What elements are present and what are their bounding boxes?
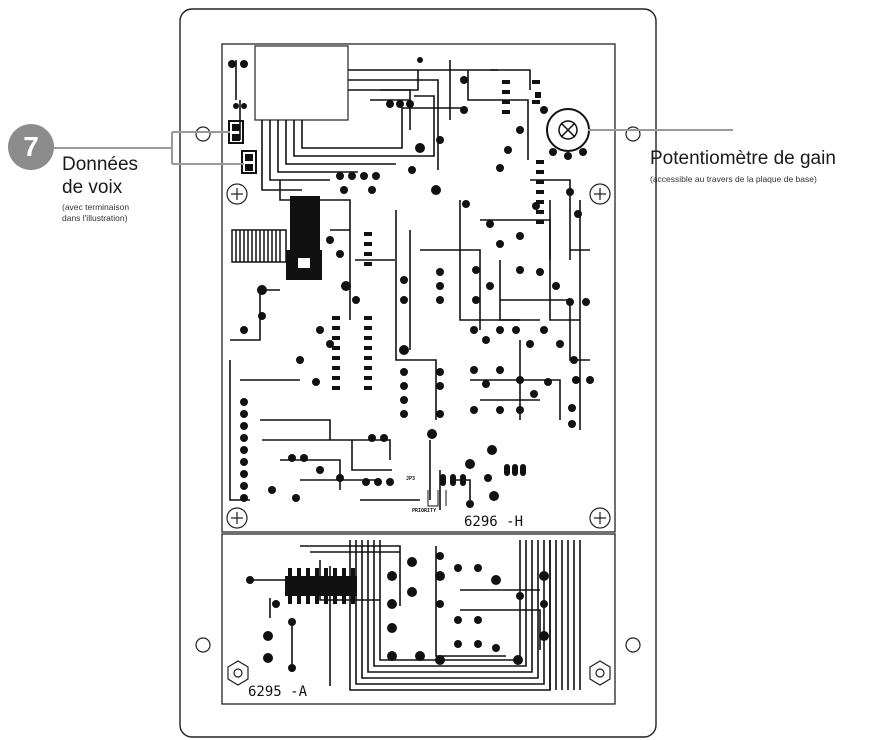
voice-data-title: Données de voix	[62, 153, 138, 199]
connector-block	[254, 45, 349, 121]
voice-data-note-line1: (avec terminaison	[62, 202, 130, 212]
voice-data-note: (avec terminaison dans l'illustration)	[62, 202, 129, 223]
mount-hole	[625, 637, 641, 653]
voice-data-title-line1: Données	[62, 154, 139, 175]
gain-pot-title: Potentiomètre de gain	[650, 148, 836, 169]
leader-lines	[52, 129, 733, 165]
standoff-icon	[227, 660, 611, 686]
jumper-label: JP3	[406, 476, 415, 482]
copper-traces	[229, 60, 590, 510]
heatsink	[231, 229, 287, 263]
main-board-id: 6296 -H	[464, 514, 523, 530]
screw-icon	[226, 183, 611, 529]
solder-pads	[228, 57, 594, 508]
mount-hole	[195, 637, 211, 653]
mount-hole	[195, 126, 211, 142]
gain-potentiometer	[535, 92, 590, 160]
voice-data-title-line2: de voix	[62, 177, 123, 198]
lower-board-traces	[250, 540, 581, 691]
priority-label: PRIORITY	[412, 508, 436, 514]
lower-board-pads	[246, 552, 549, 672]
ic-pins	[332, 80, 544, 486]
ground-pour	[286, 196, 322, 280]
gain-pot-note: (accessible au travers de la plaque de b…	[650, 174, 817, 184]
lower-board-ic	[285, 568, 357, 604]
voice-data-note-line2: dans l'illustration)	[62, 212, 128, 223]
callout-number-badge: 7	[8, 124, 54, 170]
lower-board-id: 6295 -A	[248, 684, 308, 700]
